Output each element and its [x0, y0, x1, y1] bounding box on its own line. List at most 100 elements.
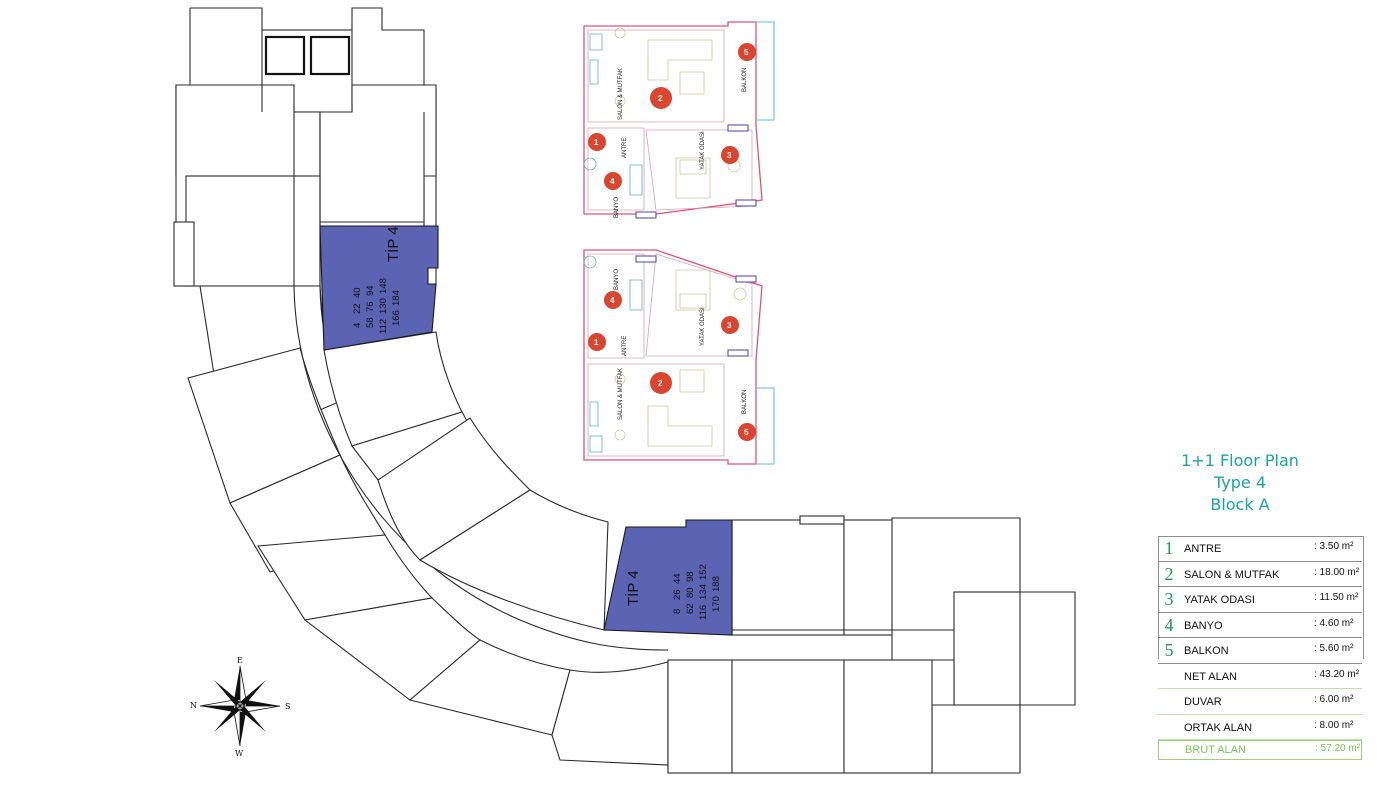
area-row: 2 SALON & MUTFAK : 18.00 m² [1158, 562, 1362, 587]
row-number: 4 [1164, 614, 1174, 635]
svg-text:134: 134 [698, 584, 709, 600]
title-line-1: 1+1 Floor Plan [1181, 451, 1299, 470]
svg-text:5: 5 [744, 48, 749, 57]
row-value: : 3.50 m² [1314, 541, 1354, 552]
highlight-unit-upper[interactable]: TİP 4 4 22 40 58 76 94 112 130 148 166 1… [319, 225, 439, 351]
svg-text:1: 1 [594, 338, 599, 347]
svg-text:188: 188 [711, 576, 722, 592]
svg-text:W: W [235, 749, 244, 758]
svg-text:BANYO: BANYO [614, 269, 620, 290]
row-value: : 11.50 m² [1314, 592, 1359, 603]
badge-top-3: 3 [721, 146, 739, 164]
svg-text:58: 58 [365, 317, 376, 328]
svg-text:BALKON: BALKON [742, 390, 748, 414]
svg-text:E: E [237, 656, 243, 665]
title-line-2: Type 4 [1213, 473, 1266, 492]
row-name: ANTRE [1184, 543, 1222, 555]
row-value: : 5.60 m² [1314, 643, 1354, 654]
badge-bottom-3: 3 [721, 316, 739, 334]
row-name: SALON & MUTFAK [1184, 568, 1280, 581]
badge-top-2: 2 [650, 87, 672, 109]
floor-plan-top: 1 2 3 4 5 SALON & MUTFAK ANTRE YATAK ODA… [583, 21, 775, 219]
row-number: 3 [1164, 589, 1174, 609]
unit-upper-label: TİP 4 [384, 226, 402, 262]
svg-text:1: 1 [594, 138, 599, 147]
compass-rose-icon: N S E W [190, 656, 290, 758]
badge-top-5: 5 [738, 43, 756, 61]
svg-text:2: 2 [658, 94, 663, 103]
svg-text:4: 4 [352, 323, 363, 328]
svg-text:76: 76 [365, 301, 376, 312]
highlight-unit-lower[interactable]: TİP 4 8 26 44 62 80 98 116 134 152 170 1… [603, 519, 733, 636]
badge-bottom-4: 4 [604, 291, 622, 309]
svg-text:4: 4 [610, 177, 615, 186]
svg-text:44: 44 [672, 573, 683, 584]
svg-text:98: 98 [685, 571, 696, 582]
svg-text:40: 40 [352, 287, 363, 298]
svg-text:ANTRE: ANTRE [622, 336, 628, 356]
total-row-net: NET ALAN : 43.20 m² [1158, 664, 1362, 689]
svg-text:152: 152 [698, 564, 709, 580]
area-table: 1 ANTRE : 3.50 m² 2 SALON & MUTFAK : 18.… [1158, 536, 1364, 760]
area-row: 4 BANYO : 4.60 m² [1158, 613, 1362, 638]
unit-lower-label: TİP 4 [624, 570, 642, 606]
area-row: 5 BALKON : 5.60 m² [1158, 638, 1362, 664]
row-number: 1 [1164, 538, 1174, 558]
total-name: NET ALAN [1184, 670, 1237, 683]
total-name: ORTAK ALAN [1184, 721, 1253, 734]
plan-title: 1+1 Floor Plan Type 4 Block A [1150, 450, 1330, 516]
area-row: 3 YATAK ODASI : 11.50 m² [1158, 587, 1362, 613]
svg-text:2: 2 [658, 379, 663, 388]
svg-text:YATAK ODASI: YATAK ODASI [700, 131, 706, 170]
floor-plan-bottom: 1 2 3 4 5 SALON & MUTFAK ANTRE YATAK ODA… [583, 249, 775, 465]
total-row-duvar: DUVAR : 6.00 m² [1158, 689, 1362, 715]
svg-text:N: N [190, 701, 197, 710]
svg-text:166: 166 [391, 310, 402, 326]
total-value: : 43.20 m² [1314, 668, 1360, 680]
svg-text:SALON & MUTFAK: SALON & MUTFAK [618, 68, 624, 120]
svg-text:148: 148 [378, 278, 389, 294]
svg-text:S: S [285, 702, 290, 711]
row-number: 5 [1164, 640, 1174, 660]
svg-text:SALON & MUTFAK: SALON & MUTFAK [618, 368, 624, 420]
svg-text:BALKON: BALKON [742, 68, 748, 92]
svg-text:4: 4 [610, 296, 615, 305]
svg-text:112: 112 [378, 319, 389, 334]
area-table-frame [1158, 536, 1364, 659]
building-curve [187, 112, 669, 766]
svg-text:3: 3 [727, 321, 732, 330]
unit-upper-numbers: 4 22 40 58 76 94 112 130 148 166 184 [352, 278, 402, 334]
svg-text:26: 26 [672, 589, 683, 600]
svg-text:116: 116 [698, 605, 709, 620]
row-value: : 18.00 m² [1314, 566, 1360, 578]
row-name: YATAK ODASI [1184, 594, 1255, 606]
total-value: : 8.00 m² [1314, 719, 1354, 731]
row-value: : 4.60 m² [1314, 617, 1354, 629]
row-name: BALKON [1184, 645, 1229, 657]
total-name: BRÜT ALAN [1185, 744, 1246, 756]
unit-lower-numbers: 8 26 44 62 80 98 116 134 152 170 188 [672, 564, 722, 620]
svg-text:YATAK ODASI: YATAK ODASI [700, 307, 706, 346]
svg-text:130: 130 [378, 298, 389, 314]
badge-bottom-2: 2 [650, 372, 672, 394]
title-line-3: Block A [1210, 495, 1270, 514]
badge-bottom-5: 5 [738, 423, 756, 441]
svg-text:ANTRE: ANTRE [622, 138, 628, 158]
svg-text:22: 22 [352, 303, 363, 314]
total-value: : 57.20 m² [1315, 743, 1361, 754]
badge-top-4: 4 [604, 172, 622, 190]
building-top-wing [173, 7, 437, 287]
row-number: 2 [1164, 563, 1174, 584]
badge-bottom-1: 1 [588, 333, 606, 351]
svg-text:62: 62 [685, 603, 696, 614]
svg-text:80: 80 [685, 587, 696, 598]
total-value: : 6.00 m² [1314, 694, 1354, 705]
svg-text:BANYO: BANYO [614, 197, 620, 218]
building-bottom-wing [667, 515, 1076, 774]
area-row: 1 ANTRE : 3.50 m² [1158, 536, 1362, 562]
svg-text:8: 8 [672, 609, 683, 614]
total-name: DUVAR [1184, 696, 1222, 708]
svg-text:3: 3 [727, 151, 732, 160]
total-row-ortak: ORTAK ALAN : 8.00 m² [1158, 715, 1362, 740]
